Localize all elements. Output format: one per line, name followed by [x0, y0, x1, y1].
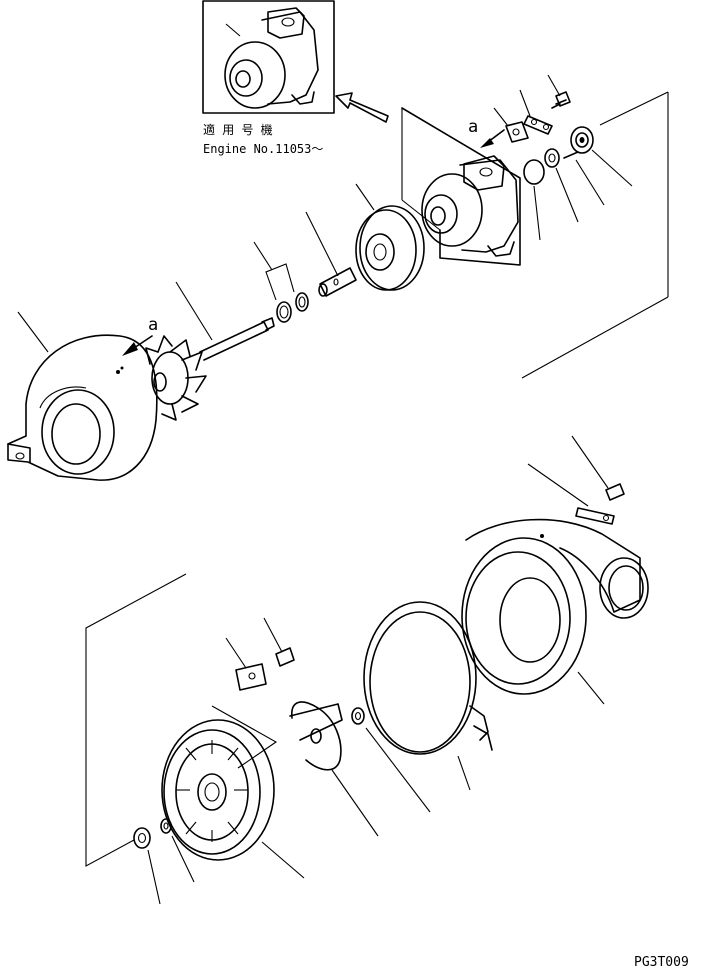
- callout-arrow-lower: [122, 335, 153, 356]
- bracket-plate: [527, 463, 615, 525]
- v-band-clamp: [363, 601, 493, 791]
- turbine-shaft-wheel: [145, 281, 275, 421]
- insert-plate: [225, 637, 267, 691]
- applicable-engine-label: 適 用 号 機: [203, 122, 273, 137]
- seal-plate: [355, 183, 425, 291]
- inset-applicable-housing: [202, 0, 335, 114]
- lock-plate-upper: [505, 121, 529, 143]
- engine-number-label: Engine No.11053～: [203, 142, 323, 156]
- callout-arrow-upper: [480, 129, 505, 148]
- compressor-housing: [461, 518, 649, 705]
- bolt-lower: [571, 435, 625, 501]
- bottom-washer: [160, 818, 195, 883]
- callout-a-upper: a: [468, 117, 478, 137]
- washer-upper: [544, 148, 560, 168]
- oil-ring: [523, 159, 545, 185]
- compressor-wheel: [289, 701, 379, 837]
- leader-lines-upper: [493, 74, 633, 241]
- drawing-code: PG3T009: [634, 955, 689, 970]
- bolt-insert: [263, 617, 295, 667]
- lock-plate-bracket: [523, 115, 553, 135]
- lock-nut: [351, 707, 431, 813]
- lower-group-bracket: [85, 573, 187, 867]
- bottom-nut: [133, 827, 161, 905]
- inset-arrow: [335, 92, 389, 123]
- turbine-housing: [7, 311, 158, 481]
- shaft-sleeve: [305, 211, 357, 297]
- bolt-upper: [551, 91, 571, 109]
- upper-group-bracket: [401, 91, 669, 379]
- center-bearing-housing: [421, 155, 519, 257]
- callout-a-lower: a: [148, 315, 158, 335]
- compressor-back-plate: [161, 705, 305, 879]
- pin: [563, 151, 579, 159]
- piston-rings: [253, 241, 309, 323]
- thrust-collar: [570, 126, 594, 154]
